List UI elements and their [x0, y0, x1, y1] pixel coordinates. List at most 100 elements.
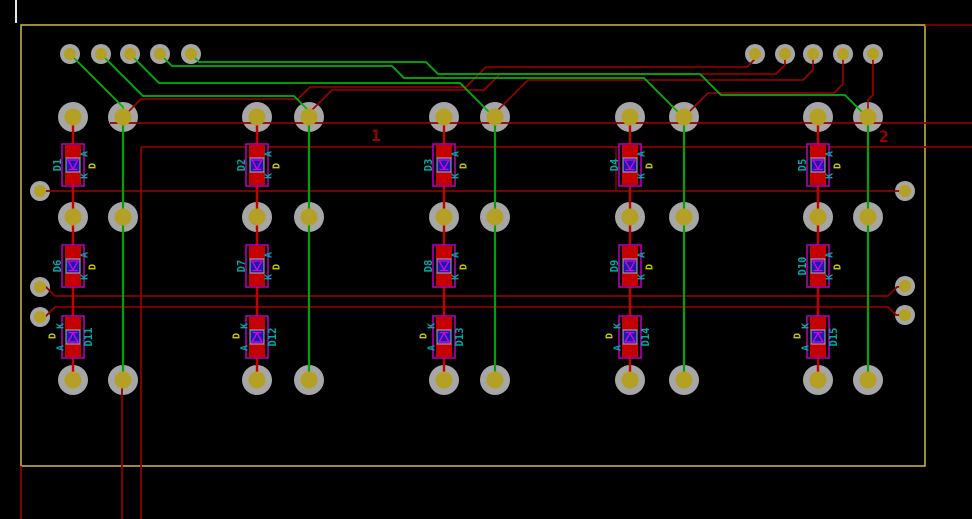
through-hole-pad[interactable] — [34, 185, 46, 197]
through-hole-pad[interactable] — [899, 309, 911, 321]
pin-label: A — [56, 345, 67, 351]
through-hole-pad[interactable] — [621, 108, 639, 126]
through-hole-pad[interactable] — [621, 371, 639, 389]
refdes-label[interactable]: D3 — [423, 159, 435, 172]
refdes-label[interactable]: D7 — [236, 260, 248, 273]
through-hole-pad[interactable] — [185, 48, 197, 60]
through-hole-pad[interactable] — [248, 208, 266, 226]
pin-label: D — [272, 163, 283, 169]
refdes-label[interactable]: D12 — [267, 328, 279, 347]
trace-r4[interactable] — [683, 55, 844, 118]
refdes-label[interactable]: D2 — [236, 159, 248, 172]
through-hole-pad[interactable] — [867, 48, 879, 60]
refdes-label[interactable]: D10 — [797, 257, 809, 276]
through-hole-pad[interactable] — [859, 108, 877, 126]
pin-label: K — [56, 323, 67, 329]
diode-symbol-icon — [250, 260, 264, 272]
through-hole-pad[interactable] — [64, 48, 76, 60]
board-outline[interactable] — [20, 24, 926, 467]
through-hole-pad[interactable] — [675, 371, 693, 389]
refdes-label[interactable]: D13 — [454, 328, 466, 347]
through-hole-pad[interactable] — [809, 108, 827, 126]
refdes-label[interactable]: D4 — [609, 159, 621, 172]
refdes-label[interactable]: D1 — [52, 159, 64, 172]
through-hole-pad[interactable] — [809, 208, 827, 226]
trace-g5[interactable] — [190, 53, 869, 119]
diode-symbol-icon — [811, 331, 825, 343]
diode-symbol-icon — [437, 159, 451, 171]
through-hole-pad[interactable] — [807, 48, 819, 60]
through-hole-pad[interactable] — [621, 208, 639, 226]
through-hole-pad[interactable] — [749, 48, 761, 60]
through-hole-pad[interactable] — [300, 108, 318, 126]
through-hole-pad[interactable] — [859, 208, 877, 226]
through-hole-pad[interactable] — [899, 280, 911, 292]
through-hole-pad[interactable] — [248, 108, 266, 126]
refdes-label[interactable]: D15 — [828, 328, 840, 347]
through-hole-pad[interactable] — [300, 371, 318, 389]
pin-label: K — [613, 323, 624, 329]
through-hole-pad[interactable] — [124, 48, 136, 60]
diode-symbol-icon — [250, 159, 264, 171]
through-hole-pad[interactable] — [114, 108, 132, 126]
through-hole-pad[interactable] — [114, 371, 132, 389]
trace-g4[interactable] — [159, 53, 685, 119]
refdes-label[interactable]: D9 — [609, 260, 621, 273]
net-number-label[interactable]: 1 — [371, 126, 381, 145]
refdes-label[interactable]: D6 — [52, 260, 64, 273]
trace-r2[interactable] — [308, 55, 786, 117]
component-D11[interactable]: D11 KDA — [48, 315, 96, 359]
through-hole-pad[interactable] — [114, 208, 132, 226]
diode-symbol-icon — [623, 159, 637, 171]
refdes-label[interactable]: D11 — [83, 328, 95, 347]
through-hole-pad[interactable] — [248, 371, 266, 389]
refdes-label[interactable]: D14 — [640, 328, 652, 347]
through-hole-pad[interactable] — [64, 371, 82, 389]
through-hole-pad[interactable] — [779, 48, 791, 60]
pin-label: K — [264, 274, 275, 280]
refdes-label[interactable]: D8 — [423, 260, 435, 273]
through-hole-pad[interactable] — [154, 48, 166, 60]
through-hole-pad[interactable] — [64, 208, 82, 226]
through-hole-pad[interactable] — [435, 371, 453, 389]
pin-label: D — [645, 264, 656, 270]
through-hole-pad[interactable] — [435, 208, 453, 226]
through-hole-pad[interactable] — [675, 108, 693, 126]
pin-label: D — [48, 333, 59, 339]
net-number-label[interactable]: 2 — [879, 127, 889, 146]
through-hole-pad[interactable] — [34, 281, 46, 293]
through-hole-pad[interactable] — [300, 208, 318, 226]
refdes-label[interactable]: D5 — [797, 159, 809, 172]
through-hole-pad[interactable] — [486, 371, 504, 389]
through-hole-pad[interactable] — [486, 108, 504, 126]
trace-r1[interactable] — [122, 55, 756, 118]
diode-symbol-icon — [811, 260, 825, 272]
through-hole-pad[interactable] — [95, 48, 107, 60]
through-hole-pad[interactable] — [859, 371, 877, 389]
through-hole-pad[interactable] — [486, 208, 504, 226]
through-hole-pad[interactable] — [899, 185, 911, 197]
pin-label: D — [459, 264, 470, 270]
trace-g3[interactable] — [129, 53, 496, 119]
through-hole-pad[interactable] — [809, 371, 827, 389]
through-hole-pad[interactable] — [435, 108, 453, 126]
through-hole-pad[interactable] — [64, 108, 82, 126]
through-hole-pad[interactable] — [34, 311, 46, 323]
through-hole-pad[interactable] — [837, 48, 849, 60]
through-hole-pad[interactable] — [675, 208, 693, 226]
